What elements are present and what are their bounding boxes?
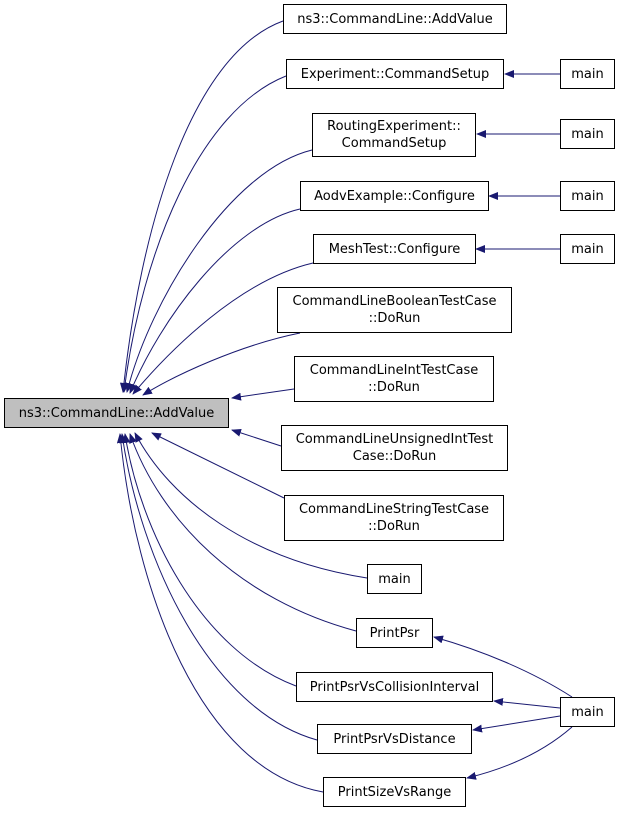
node-main-2[interactable]: main (560, 119, 615, 149)
edge-main6-to-printpsr-dist (472, 715, 561, 733)
node-routing-commandsetup[interactable]: RoutingExperiment:: CommandSetup (312, 113, 476, 157)
node-main-6[interactable]: main (560, 697, 615, 727)
edge-string-test-to-root (151, 432, 285, 499)
node-unsignedint-testcase[interactable]: CommandLineUnsignedIntTest Case::DoRun (281, 425, 508, 471)
node-printpsr[interactable]: PrintPsr (356, 618, 433, 648)
edge-main6-to-printpsr-ci (493, 697, 561, 709)
node-string-testcase[interactable]: CommandLineStringTestCase ::DoRun (284, 495, 504, 541)
node-printsize-vs-range[interactable]: PrintSizeVsRange (323, 777, 466, 807)
edge-bool-test-to-root (142, 332, 301, 396)
node-main-4[interactable]: main (560, 234, 615, 264)
edge-printpsr-to-root (129, 433, 357, 632)
edge-mesh-cfg-to-root (132, 262, 314, 395)
edge-exp-cmd-to-root (121, 75, 287, 393)
node-int-testcase[interactable]: CommandLineIntTestCase ::DoRun (294, 356, 494, 402)
edge-printpsr-ci-to-root (122, 433, 297, 687)
edge-routing-cmd-to-root (125, 149, 313, 393)
node-addvalue[interactable]: ns3::CommandLine::AddValue (283, 4, 507, 34)
node-main-5[interactable]: main (367, 564, 422, 594)
node-printpsr-vs-collisioninterval[interactable]: PrintPsrVsCollisionInterval (296, 672, 493, 702)
node-boolean-testcase[interactable]: CommandLineBooleanTestCase ::DoRun (277, 287, 512, 333)
edge-main5-to-root (134, 432, 368, 579)
edge-addvalue-to-root (119, 20, 284, 393)
edge-printpsr-dist-to-root (119, 433, 318, 741)
edge-printsize-range-to-root (116, 433, 324, 793)
edge-main6-to-printsize-range (466, 726, 573, 780)
edge-aodv-cfg-to-root (129, 208, 301, 394)
node-root-addvalue: ns3::CommandLine::AddValue (4, 398, 229, 428)
node-experiment-commandsetup[interactable]: Experiment::CommandSetup (286, 59, 504, 89)
node-main-3[interactable]: main (560, 181, 615, 211)
node-aodv-configure[interactable]: AodvExample::Configure (300, 181, 489, 211)
node-meshtest-configure[interactable]: MeshTest::Configure (313, 234, 476, 264)
edge-uint-test-to-root (231, 428, 282, 447)
node-main-1[interactable]: main (560, 59, 615, 89)
node-printpsr-vs-distance[interactable]: PrintPsrVsDistance (317, 724, 472, 754)
edge-int-test-to-root (231, 388, 295, 401)
edge-main6-to-printpsr (433, 635, 573, 698)
